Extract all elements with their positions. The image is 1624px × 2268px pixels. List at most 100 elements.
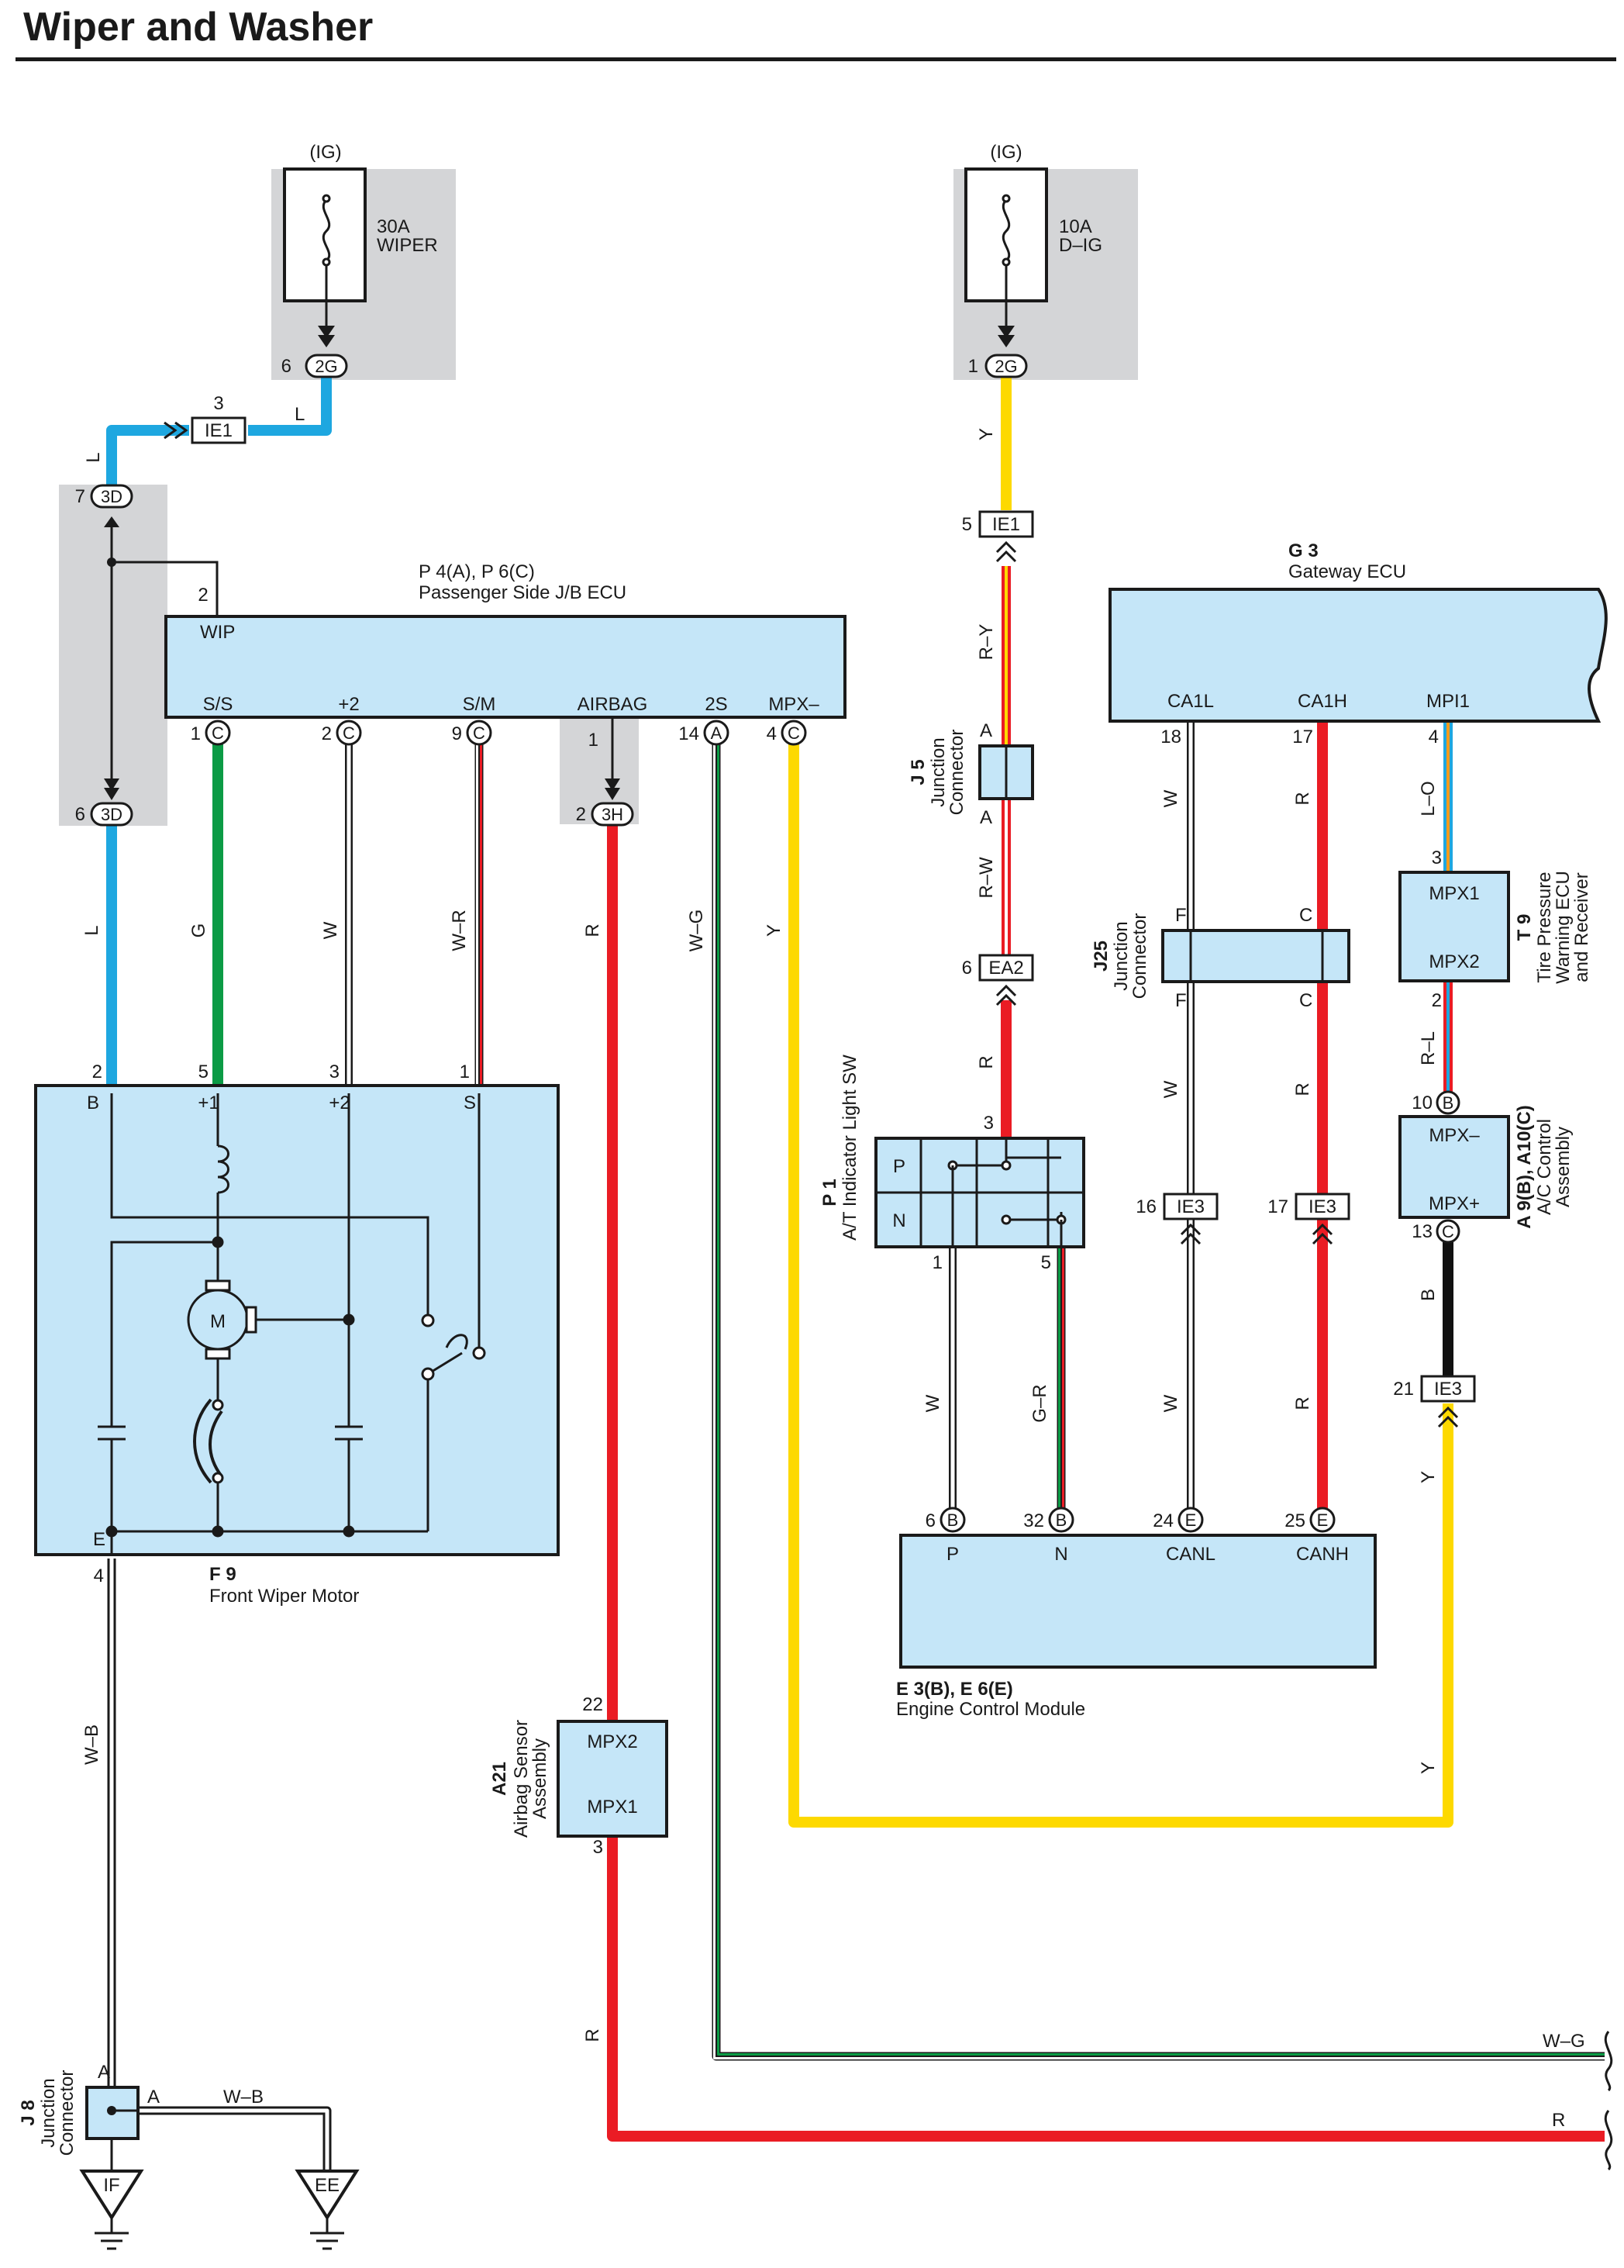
svg-text:F: F <box>1175 905 1187 926</box>
wire-label-l3: L <box>81 925 102 935</box>
svg-text:B: B <box>947 1510 959 1530</box>
jb-terminal-connector: C <box>466 720 492 746</box>
svg-text:13: 13 <box>1412 1221 1433 1242</box>
svg-text:10A: 10A <box>1059 216 1092 237</box>
svg-text:3: 3 <box>1432 847 1442 868</box>
page-title: Wiper and Washer <box>23 5 373 50</box>
svg-text:Connector: Connector <box>1129 913 1150 999</box>
svg-text:Junction: Junction <box>928 737 949 806</box>
fuse-dig: (IG) 10A D–IG 2G 1 <box>964 142 1102 378</box>
svg-text:EE: EE <box>315 2175 340 2196</box>
ecm-terminal-pin: 6 <box>926 1510 936 1531</box>
svg-text:4: 4 <box>94 1566 104 1586</box>
ecm-terminal-pin: 25 <box>1284 1510 1305 1531</box>
ground-if: IF <box>79 2170 144 2250</box>
svg-text:E: E <box>1185 1510 1197 1530</box>
connector-ea2: EA2 6 <box>962 954 1034 1006</box>
gateway-terminal-label: CA1H <box>1298 691 1347 712</box>
wire-label-rl: R–L <box>1418 1031 1439 1065</box>
wire-label-r-canh: R <box>1292 792 1313 805</box>
svg-text:B: B <box>1443 1093 1454 1113</box>
svg-text:5: 5 <box>1041 1252 1051 1273</box>
svg-text:2G: 2G <box>995 357 1017 376</box>
junction-j5: A A J 5 Junction Connector <box>908 720 1034 828</box>
svg-text:Engine Control Module: Engine Control Module <box>896 1699 1085 1720</box>
svg-text:J25: J25 <box>1091 941 1112 972</box>
svg-text:E: E <box>93 1529 105 1550</box>
jb-terminal-label: S/M <box>463 694 496 715</box>
ground-ee: EE <box>295 2170 360 2250</box>
svg-text:A: A <box>980 807 992 828</box>
motor-terminal-pin: 3 <box>329 1062 340 1082</box>
motor-terminal-label: +2 <box>329 1093 350 1113</box>
ecm-terminal-pin: 24 <box>1153 1510 1174 1531</box>
svg-text:P 1: P 1 <box>819 1179 840 1206</box>
wire-label-b-ac: B <box>1418 1289 1439 1301</box>
svg-text:P: P <box>893 1156 905 1177</box>
motor-terminal-pin: 1 <box>460 1062 470 1082</box>
svg-text:2: 2 <box>198 585 208 606</box>
svg-text:21: 21 <box>1393 1379 1414 1400</box>
motor-terminal-label: S <box>464 1093 476 1113</box>
svg-text:WIPER: WIPER <box>377 235 438 256</box>
svg-text:Warning ECU: Warning ECU <box>1553 871 1574 984</box>
gateway-terminal-pin: 18 <box>1160 727 1181 747</box>
svg-text:6: 6 <box>75 804 85 825</box>
jb-terminal-connector: C <box>336 720 362 746</box>
svg-text:1: 1 <box>933 1252 943 1273</box>
wire-WB <box>107 1559 332 2171</box>
svg-text:MPX1: MPX1 <box>587 1797 637 1818</box>
svg-text:Connector: Connector <box>946 730 967 816</box>
svg-text:F 9: F 9 <box>209 1564 236 1585</box>
svg-text:6: 6 <box>281 356 291 377</box>
svg-text:F: F <box>1175 990 1187 1011</box>
svg-text:IE3: IE3 <box>1177 1196 1205 1217</box>
svg-text:10: 10 <box>1412 1093 1433 1113</box>
svg-text:MPX+: MPX+ <box>1429 1193 1480 1214</box>
wire-L <box>106 371 332 1086</box>
jb-terminal-label: AIRBAG <box>578 694 648 715</box>
svg-text:16: 16 <box>1136 1196 1157 1217</box>
wire-label-r-ea2: R <box>976 1055 997 1068</box>
wire-label-r-bottom: R <box>582 2028 603 2042</box>
wire-label-l1: L <box>295 404 305 425</box>
svg-text:Gateway ECU: Gateway ECU <box>1288 561 1406 582</box>
connector-ie1-right: IE1 5 <box>962 510 1034 563</box>
svg-text:5: 5 <box>962 514 972 535</box>
shade-3d <box>59 485 167 826</box>
svg-text:IE1: IE1 <box>992 514 1020 535</box>
svg-text:7: 7 <box>75 486 85 507</box>
jb-terminal-pin: 9 <box>452 723 462 744</box>
svg-text:A 9(B), A10(C): A 9(B), A10(C) <box>1514 1105 1535 1229</box>
svg-text:2: 2 <box>576 804 586 825</box>
svg-text:IF: IF <box>103 2175 119 2196</box>
tire-pressure-ecu: MPX1 MPX2 3 2 T 9 Tire Pressure Warning … <box>1398 847 1592 1011</box>
svg-text:3: 3 <box>213 393 223 414</box>
svg-text:WIP: WIP <box>200 622 235 643</box>
connector-3h: 1 3H 2 <box>576 717 634 827</box>
svg-text:1: 1 <box>588 730 598 751</box>
svg-text:B: B <box>1056 1510 1067 1530</box>
svg-text:IE1: IE1 <box>205 420 233 441</box>
svg-text:A: A <box>980 720 992 741</box>
ecm-terminal-connector: B <box>1048 1507 1074 1533</box>
jb-ecu: P 4(A), P 6(C) Passenger Side J/B ECU WI… <box>164 561 846 719</box>
jb-terminal-label: +2 <box>338 694 359 715</box>
svg-text:6: 6 <box>962 958 972 979</box>
wire-label-wg: W–G <box>686 910 707 952</box>
svg-text:3: 3 <box>984 1113 994 1134</box>
motor-terminal-pin: 2 <box>92 1062 102 1082</box>
svg-text:T 9: T 9 <box>1514 914 1535 941</box>
ecm-terminal-label: CANL <box>1166 1544 1215 1565</box>
wire-WR <box>474 744 484 1086</box>
svg-text:W–B: W–B <box>223 2087 264 2107</box>
gateway-ecu: G 3 Gateway ECU <box>1109 540 1608 723</box>
svg-text:Junction: Junction <box>38 2078 59 2147</box>
svg-text:3D: 3D <box>101 487 122 506</box>
svg-text:A: A <box>147 2087 160 2107</box>
svg-text:C: C <box>1442 1222 1454 1241</box>
svg-text:MPX1: MPX1 <box>1429 883 1479 904</box>
